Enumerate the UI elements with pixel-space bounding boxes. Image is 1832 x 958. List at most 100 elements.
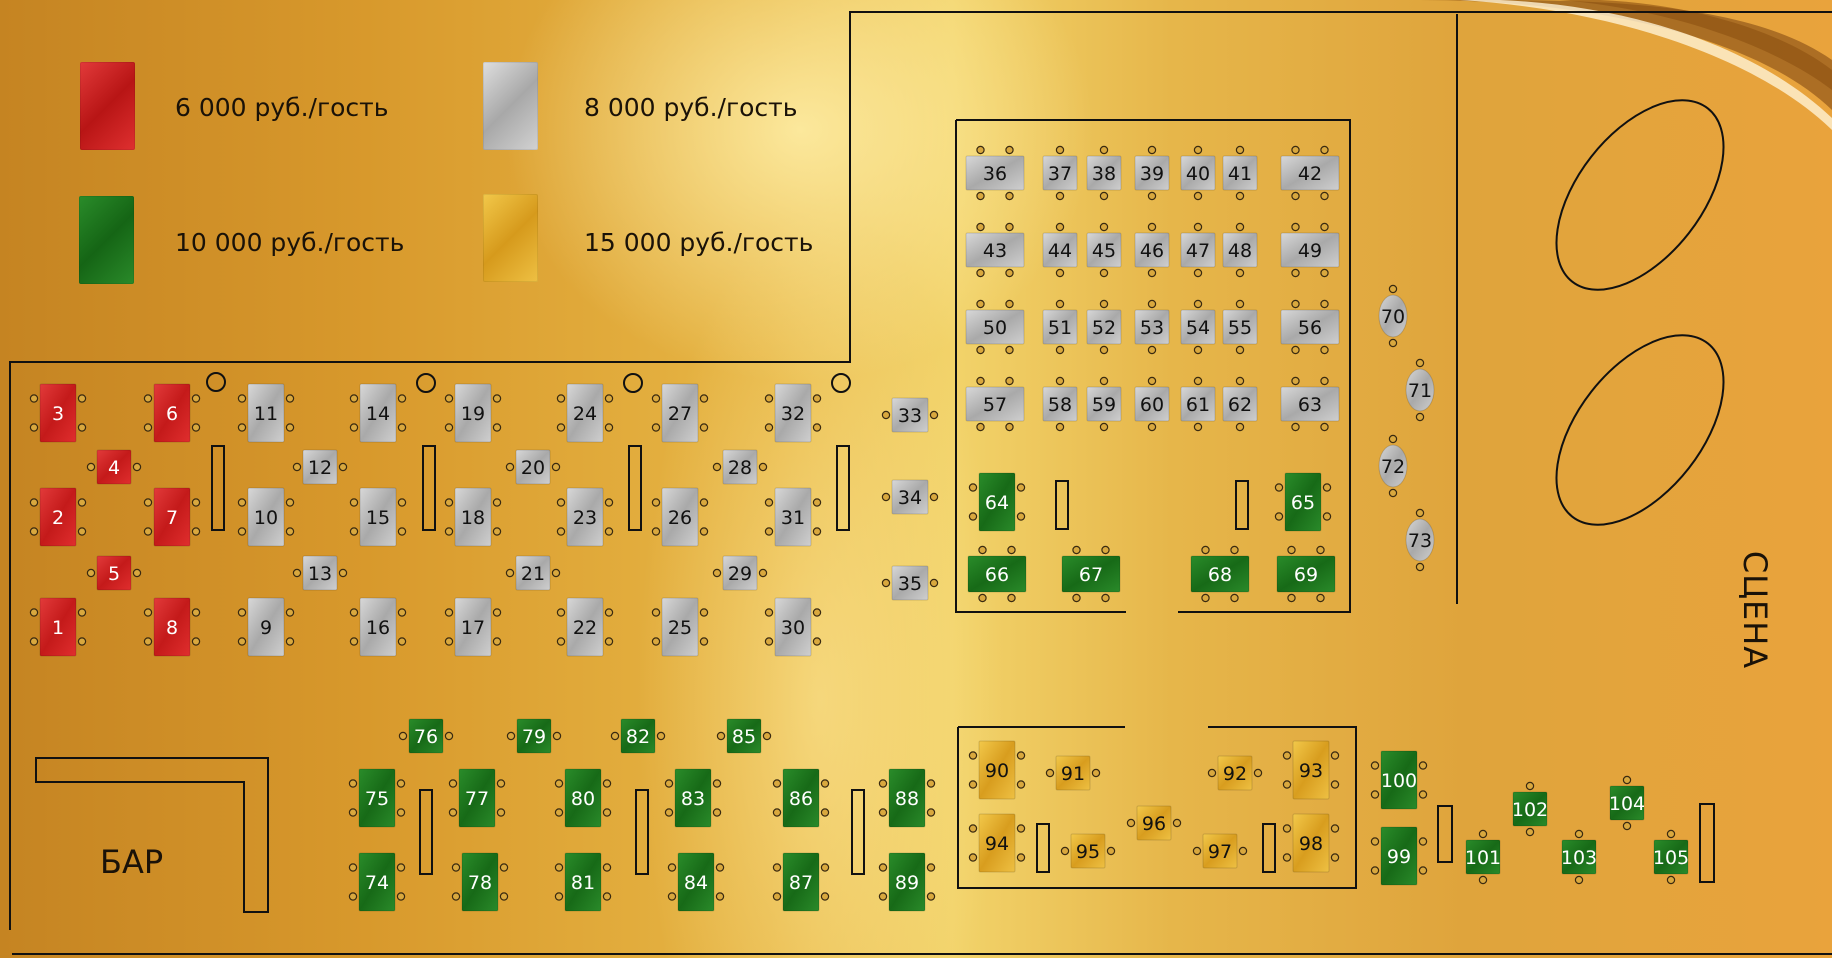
table-shape[interactable] (1134, 155, 1170, 191)
table-shape[interactable] (1042, 232, 1078, 268)
table-shape[interactable] (1292, 813, 1330, 873)
table-shape[interactable] (1134, 232, 1170, 268)
table-90[interactable]: 90 (978, 740, 1016, 800)
table-24[interactable]: 24 (566, 383, 604, 443)
table-shape[interactable] (302, 555, 338, 591)
table-shape[interactable] (1222, 309, 1258, 345)
table-76[interactable]: 76 (408, 718, 444, 754)
table-19[interactable]: 19 (454, 383, 492, 443)
table-shape[interactable] (674, 768, 712, 828)
table-97[interactable]: 97 (1202, 833, 1238, 869)
table-56[interactable]: 56 (1280, 309, 1340, 345)
table-43[interactable]: 43 (965, 232, 1025, 268)
table-shape[interactable] (661, 383, 699, 443)
table-shape[interactable] (247, 597, 285, 657)
table-shape[interactable] (358, 852, 396, 912)
table-11[interactable]: 11 (247, 383, 285, 443)
table-17[interactable]: 17 (454, 597, 492, 657)
table-shape[interactable] (774, 383, 812, 443)
table-28[interactable]: 28 (722, 449, 758, 485)
table-104[interactable]: 104 (1609, 785, 1645, 821)
table-shape[interactable] (1380, 750, 1418, 810)
table-51[interactable]: 51 (1042, 309, 1078, 345)
table-shape[interactable] (965, 309, 1025, 345)
table-50[interactable]: 50 (965, 309, 1025, 345)
table-shape[interactable] (965, 155, 1025, 191)
table-80[interactable]: 80 (564, 768, 602, 828)
table-shape[interactable] (722, 555, 758, 591)
table-65[interactable]: 65 (1284, 472, 1322, 532)
table-81[interactable]: 81 (564, 852, 602, 912)
table-37[interactable]: 37 (1042, 155, 1078, 191)
table-60[interactable]: 60 (1134, 386, 1170, 422)
table-85[interactable]: 85 (726, 718, 762, 754)
table-shape[interactable] (153, 597, 191, 657)
table-52[interactable]: 52 (1086, 309, 1122, 345)
table-54[interactable]: 54 (1180, 309, 1216, 345)
table-shape[interactable] (515, 449, 551, 485)
table-shape[interactable] (782, 768, 820, 828)
table-shape[interactable] (564, 768, 602, 828)
table-95[interactable]: 95 (1070, 833, 1106, 869)
table-88[interactable]: 88 (888, 768, 926, 828)
table-shape[interactable] (774, 597, 812, 657)
table-shape[interactable] (661, 597, 699, 657)
table-shape[interactable] (566, 383, 604, 443)
table-46[interactable]: 46 (1134, 232, 1170, 268)
table-41[interactable]: 41 (1222, 155, 1258, 191)
table-66[interactable]: 66 (967, 555, 1027, 593)
table-shape[interactable] (1061, 555, 1121, 593)
table-shape[interactable] (1405, 518, 1435, 562)
table-84[interactable]: 84 (677, 852, 715, 912)
table-4[interactable]: 4 (96, 449, 132, 485)
table-13[interactable]: 13 (302, 555, 338, 591)
table-shape[interactable] (661, 487, 699, 547)
table-shape[interactable] (1609, 785, 1645, 821)
table-shape[interactable] (1284, 472, 1322, 532)
table-16[interactable]: 16 (359, 597, 397, 657)
table-86[interactable]: 86 (782, 768, 820, 828)
table-shape[interactable] (1180, 309, 1216, 345)
table-shape[interactable] (1086, 232, 1122, 268)
table-shape[interactable] (458, 768, 496, 828)
table-35[interactable]: 35 (891, 565, 929, 601)
table-15[interactable]: 15 (359, 487, 397, 547)
table-94[interactable]: 94 (978, 813, 1016, 873)
table-shape[interactable] (1134, 386, 1170, 422)
table-shape[interactable] (1280, 232, 1340, 268)
table-shape[interactable] (1180, 155, 1216, 191)
table-8[interactable]: 8 (153, 597, 191, 657)
table-25[interactable]: 25 (661, 597, 699, 657)
table-shape[interactable] (1222, 386, 1258, 422)
table-7[interactable]: 7 (153, 487, 191, 547)
table-29[interactable]: 29 (722, 555, 758, 591)
table-20[interactable]: 20 (515, 449, 551, 485)
table-102[interactable]: 102 (1512, 791, 1548, 827)
table-44[interactable]: 44 (1042, 232, 1078, 268)
table-shape[interactable] (1055, 755, 1091, 791)
table-47[interactable]: 47 (1180, 232, 1216, 268)
table-48[interactable]: 48 (1222, 232, 1258, 268)
table-shape[interactable] (1217, 755, 1253, 791)
table-shape[interactable] (96, 555, 132, 591)
table-shape[interactable] (1380, 826, 1418, 886)
table-shape[interactable] (978, 472, 1016, 532)
table-shape[interactable] (153, 383, 191, 443)
table-shape[interactable] (965, 386, 1025, 422)
table-shape[interactable] (1134, 309, 1170, 345)
table-shape[interactable] (1292, 740, 1330, 800)
table-39[interactable]: 39 (1134, 155, 1170, 191)
table-shape[interactable] (1180, 386, 1216, 422)
table-shape[interactable] (1136, 805, 1172, 841)
table-63[interactable]: 63 (1280, 386, 1340, 422)
table-shape[interactable] (722, 449, 758, 485)
table-shape[interactable] (620, 718, 656, 754)
table-shape[interactable] (247, 383, 285, 443)
table-99[interactable]: 99 (1380, 826, 1418, 886)
table-shape[interactable] (564, 852, 602, 912)
table-shape[interactable] (454, 383, 492, 443)
table-shape[interactable] (1086, 309, 1122, 345)
table-shape[interactable] (359, 597, 397, 657)
table-78[interactable]: 78 (461, 852, 499, 912)
table-71[interactable]: 71 (1405, 368, 1435, 412)
